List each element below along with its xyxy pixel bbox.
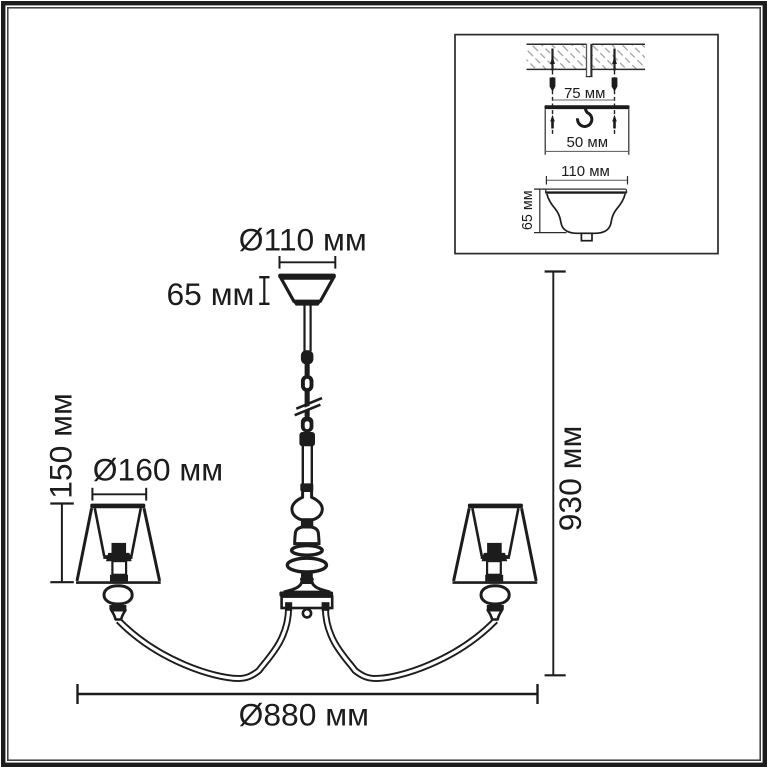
- svg-text:Ø110 мм: Ø110 мм: [239, 222, 367, 258]
- svg-text:Ø160 мм: Ø160 мм: [93, 451, 223, 487]
- svg-text:930 мм: 930 мм: [552, 426, 588, 532]
- svg-text:65 мм: 65 мм: [520, 190, 536, 230]
- svg-text:75 мм: 75 мм: [564, 85, 605, 102]
- svg-text:Ø880 мм: Ø880 мм: [239, 697, 369, 733]
- svg-text:110 мм: 110 мм: [561, 163, 610, 180]
- svg-text:50 мм: 50 мм: [567, 134, 608, 151]
- svg-text:65 мм: 65 мм: [167, 276, 255, 312]
- svg-text:150 мм: 150 мм: [43, 393, 79, 499]
